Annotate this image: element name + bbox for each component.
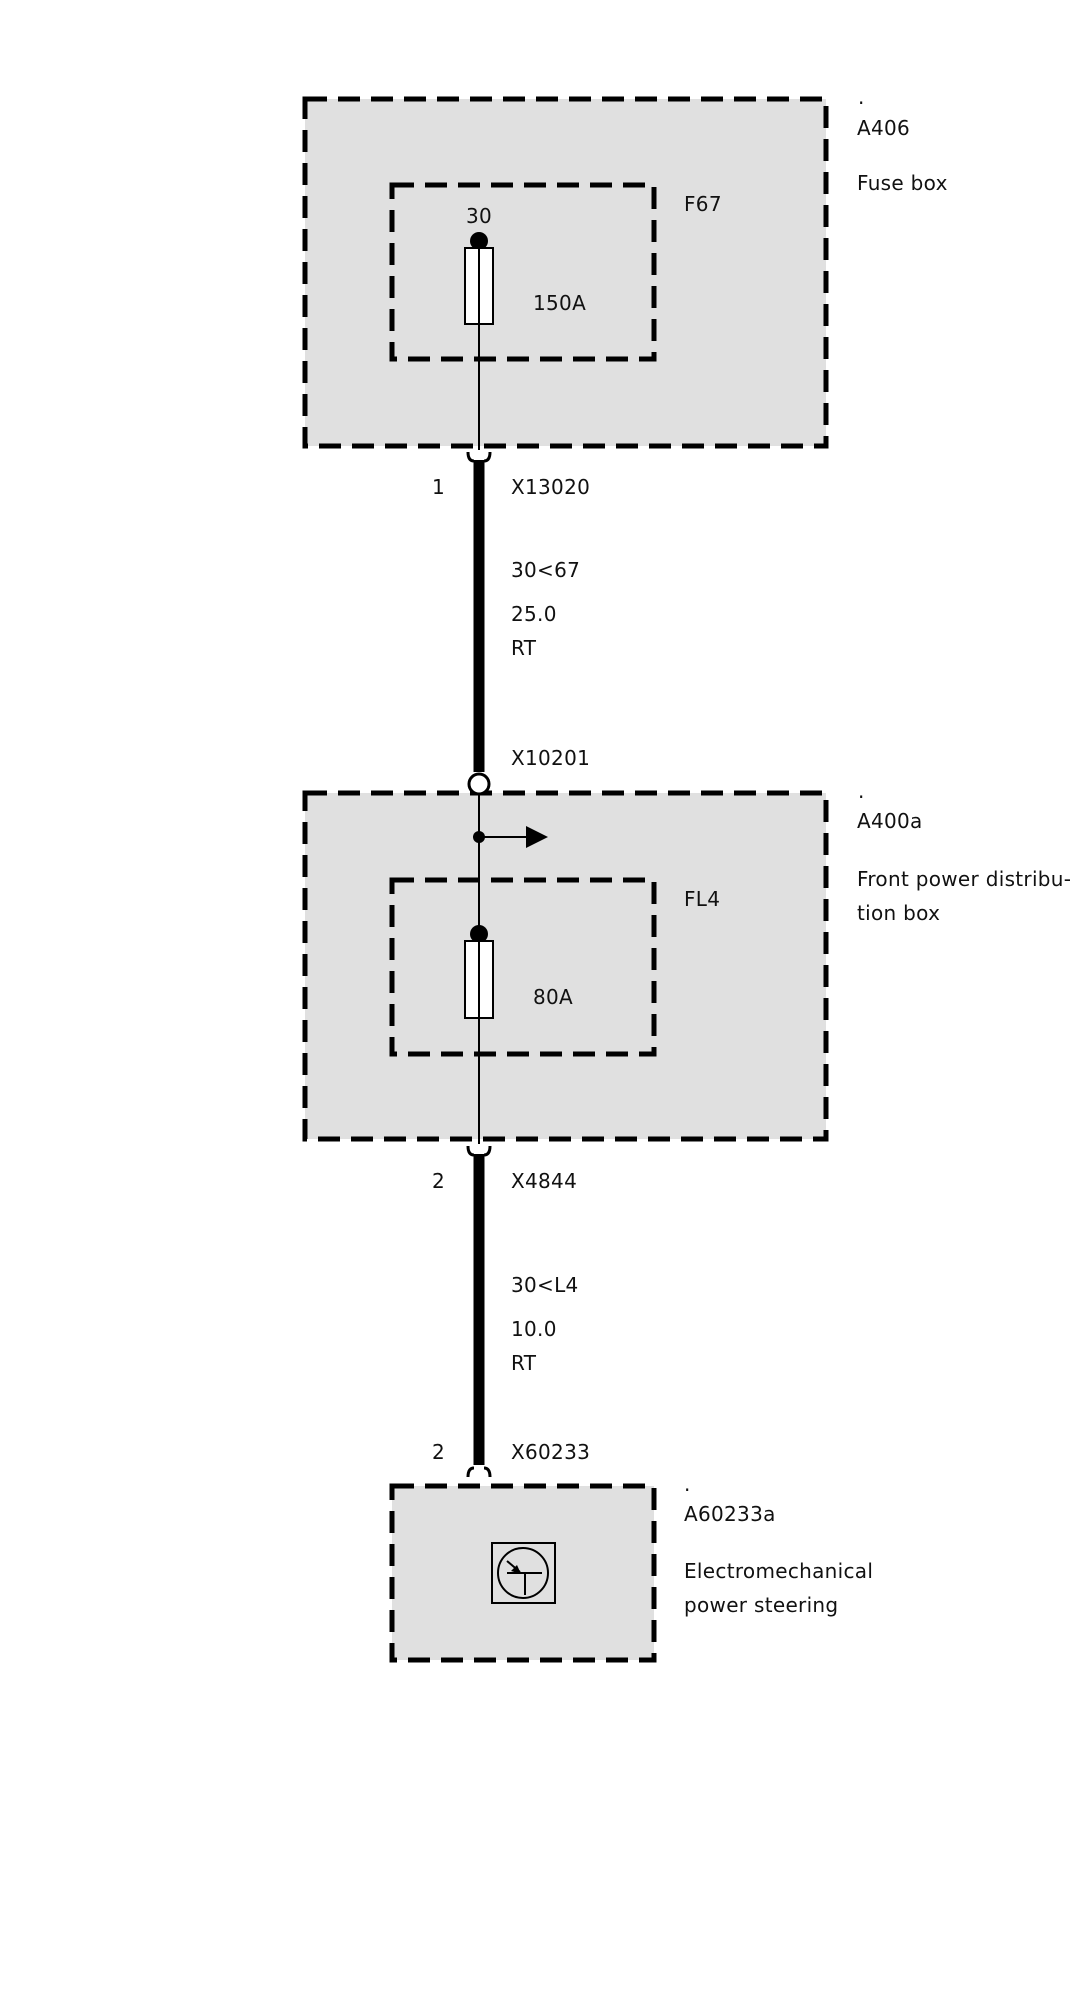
wire-1-circuit: 30<67 xyxy=(511,558,580,582)
x13020-pin: 1 xyxy=(432,475,445,499)
a400a-box xyxy=(302,790,829,1142)
wire-1-color-code: RT xyxy=(511,636,537,660)
a406-name: Fuse box xyxy=(857,171,948,195)
component-a400a[interactable]: . A400a Front power distribu- tion box F… xyxy=(302,779,1071,1144)
wire-2-circuit: 30<L4 xyxy=(511,1273,579,1297)
motor-symbol-icon xyxy=(491,1542,556,1604)
a60233a-dot: . xyxy=(684,1472,691,1496)
a406-id: A406 xyxy=(857,116,910,140)
a400a-id: A400a xyxy=(857,809,923,833)
fl4-fuse-box xyxy=(389,877,657,1057)
a60233a-id: A60233a xyxy=(684,1502,776,1526)
f67-id: F67 xyxy=(684,192,722,216)
component-a60233a[interactable]: . A60233a Electromechanical power steeri… xyxy=(389,1472,873,1663)
wire-2-cross-section: 10.0 xyxy=(511,1317,557,1341)
a60233a-name-line1: Electromechanical xyxy=(684,1559,873,1583)
a406-dot: . xyxy=(858,85,865,109)
x4844-connector-icon xyxy=(466,1145,492,1157)
x60233-id: X60233 xyxy=(511,1440,590,1464)
x10201-connector-icon xyxy=(467,772,491,796)
f67-rating: 150A xyxy=(533,291,586,315)
x10201-id: X10201 xyxy=(511,746,590,770)
wire-2-color-code: RT xyxy=(511,1351,537,1375)
x60233-connector-icon xyxy=(466,1466,492,1478)
a400a-name-line2: tion box xyxy=(857,901,940,925)
f67-fuse-box xyxy=(389,182,657,362)
fl4-terminal-dot xyxy=(470,925,488,943)
fl4-id: FL4 xyxy=(684,887,720,911)
x4844-id: X4844 xyxy=(511,1169,577,1193)
x4844-pin: 2 xyxy=(432,1169,445,1193)
x60233-pin: 2 xyxy=(432,1440,445,1464)
f67-terminal: 30 xyxy=(466,204,492,228)
branch-arrow-icon xyxy=(526,826,548,848)
wire-1-cross-section: 25.0 xyxy=(511,602,557,626)
a60233a-name-line2: power steering xyxy=(684,1593,838,1617)
a400a-name-line1: Front power distribu- xyxy=(857,867,1071,891)
x13020-id: X13020 xyxy=(511,475,590,499)
a406-box xyxy=(302,96,829,449)
f67-terminal-dot xyxy=(470,232,488,250)
component-a406[interactable]: . A406 Fuse box F67 30 150A xyxy=(302,85,948,450)
x13020-connector-icon xyxy=(466,451,492,463)
fl4-rating: 80A xyxy=(533,985,573,1009)
a400a-dot: . xyxy=(858,779,865,803)
